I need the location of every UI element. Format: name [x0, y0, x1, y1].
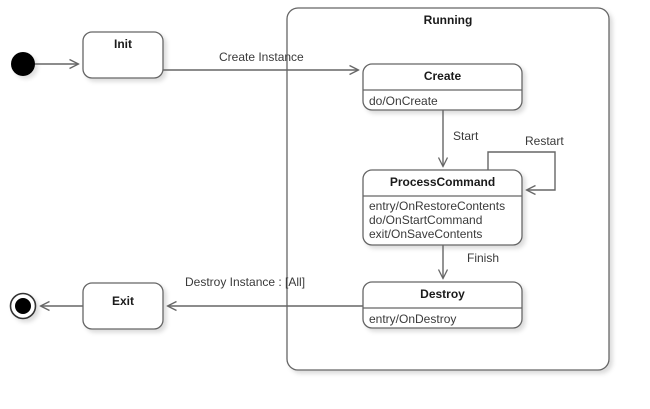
final-state-dot	[15, 298, 31, 314]
state-processcommand-title: ProcessCommand	[389, 175, 496, 189]
transition-label-start: Start	[453, 129, 479, 143]
state-destroy-frame[interactable]	[362, 281, 523, 329]
state-exit-title: Exit	[111, 294, 134, 308]
transition-label-create-instance: Create Instance	[219, 50, 304, 64]
transition-label-finish: Finish	[467, 251, 500, 265]
state-processcommand[interactable]	[362, 169, 523, 246]
state-running-title: Running	[423, 13, 473, 27]
transition-label-restart: Restart	[525, 134, 564, 148]
state-init-title: Init	[114, 37, 132, 51]
state-init[interactable]	[82, 31, 164, 79]
state-create-body: do/OnCreate	[369, 94, 438, 108]
state-destroy[interactable]	[362, 281, 523, 329]
transition-label-destroy-instance: Destroy Instance : [All]	[185, 275, 306, 289]
initial-state[interactable]	[11, 52, 35, 76]
state-init-frame[interactable]	[82, 31, 164, 79]
state-processcommand-body: entry/OnRestoreContents do/OnStartComman…	[369, 199, 506, 241]
state-create-title: Create	[423, 69, 462, 83]
initial-state-dot[interactable]	[11, 52, 35, 76]
state-destroy-title: Destroy	[420, 287, 465, 301]
final-state[interactable]	[9, 292, 37, 320]
transition-restart-line[interactable]	[487, 151, 556, 190]
transition-restart[interactable]	[487, 151, 556, 190]
state-destroy-body: entry/OnDestroy	[369, 312, 457, 326]
